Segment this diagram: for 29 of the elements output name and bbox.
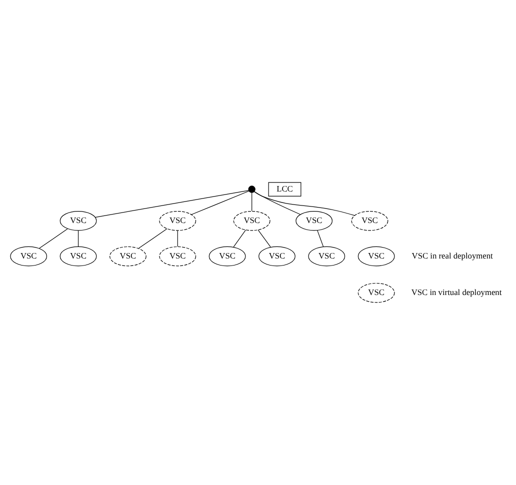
node-box: LCC	[268, 182, 302, 196]
connector	[138, 228, 168, 248]
node-ellipse: VSC	[110, 246, 146, 266]
connector	[39, 228, 68, 248]
node-circle	[248, 185, 256, 192]
node-ellipse: VSC	[233, 210, 270, 230]
node-ellipse: VSC	[308, 246, 346, 266]
connector	[317, 230, 324, 246]
connector	[95, 190, 249, 218]
legend-label: VSC in real deployment	[412, 251, 493, 260]
node-ellipse: VSC	[296, 210, 333, 230]
connector	[233, 229, 246, 247]
connector	[254, 190, 355, 216]
connector	[254, 190, 300, 214]
connector	[78, 230, 79, 246]
node-ellipse: VSC	[60, 210, 97, 230]
connector	[258, 229, 271, 247]
legend-label: VSC in virtual deployment	[411, 288, 502, 297]
connector	[191, 190, 250, 214]
connector	[177, 230, 178, 246]
node-ellipse: VSC	[159, 246, 196, 266]
node-ellipse: VSC	[351, 210, 388, 230]
node-ellipse: VSC	[358, 246, 395, 266]
node-ellipse: VSC	[208, 246, 246, 266]
node-ellipse: VSC	[358, 282, 395, 302]
node-ellipse: VSC	[60, 246, 97, 266]
node-ellipse: VSC	[10, 246, 48, 266]
node-ellipse: VSC	[159, 210, 196, 230]
node-ellipse: VSC	[258, 246, 296, 266]
